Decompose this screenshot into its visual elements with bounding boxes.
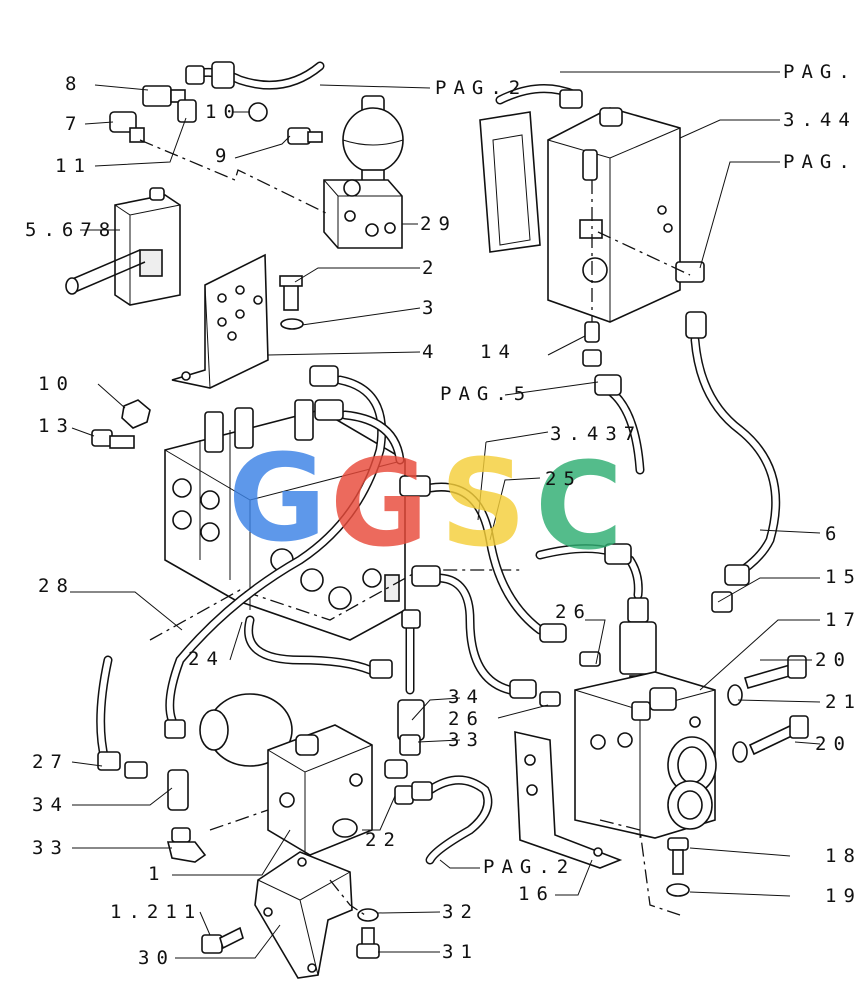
callout-16: 16 [518,883,555,905]
accumulator-valve-group [109,61,404,249]
callout-24: 24 [188,648,225,670]
callout-3437: 3.437 [550,423,642,445]
bracket-30 [254,851,353,979]
callout-pag5: PAG.5 [440,383,532,405]
watermark-letter-4: C [535,438,623,577]
callout-28: 28 [38,575,75,597]
fittings-33-34 [96,655,493,865]
callout-34-right: 34 [448,686,485,708]
motor-valve-1 [199,693,373,856]
callout-21: 21 [825,691,860,713]
callout-30: 30 [138,947,175,969]
callout-22: 22 [365,829,402,851]
callout-labels: 8 7 11 10 9 29 5.678 PAG.2 PAG. 3.44 PAG… [25,61,860,969]
callout-34-left: 34 [32,794,69,816]
callout-344: 3.44 [783,109,857,131]
callout-pag-right: PAG. [783,151,857,173]
callout-6: 6 [825,523,843,545]
tank-344 [479,84,705,330]
callout-27: 27 [32,751,69,773]
bolt-18-washer-19 [599,819,690,916]
callout-33-left: 33 [32,837,69,859]
callout-33-right: 33 [448,729,485,751]
callout-pag-top-right: PAG. [783,61,857,83]
callout-20-top: 20 [815,649,852,671]
callout-pag2-bottom: PAG.2 [483,856,575,878]
callout-10-top: 10 [205,101,242,123]
bracket-4 [171,253,269,389]
hose-6 [685,311,781,613]
callout-1211: 1.211 [110,901,202,923]
callout-15: 15 [825,566,860,588]
callout-17: 17 [825,609,860,631]
callout-3: 3 [422,297,440,319]
callout-2: 2 [422,257,440,279]
callout-8: 8 [65,73,83,95]
fitting-14 [582,321,645,475]
callout-19: 19 [825,885,860,907]
callout-11: 11 [55,155,92,177]
bracket-16 [514,730,623,869]
callout-25: 25 [545,468,582,490]
watermark-letter-3: S [440,435,526,574]
callout-14: 14 [480,341,517,363]
callout-26-top: 26 [555,601,592,623]
callout-31: 31 [442,941,479,963]
callout-18: 18 [825,845,860,867]
callout-20-bottom: 20 [815,733,852,755]
callout-10-left: 10 [38,373,75,395]
hose-bundle [165,365,643,741]
bolt-2-washer-3 [279,275,304,330]
callout-1: 1 [148,863,166,885]
callout-32: 32 [442,901,479,923]
valve-block-17 [574,671,717,839]
callout-26-mid: 26 [448,708,485,730]
callout-29: 29 [420,213,457,235]
callout-5678: 5.678 [25,219,117,241]
bolts-1211-31-washer-32 [201,879,380,959]
watermark-letter-1: G [228,430,327,569]
callout-4: 4 [422,341,440,363]
watermark-letter-2: G [330,435,429,574]
callout-13: 13 [38,415,75,437]
control-valve-5678 [65,187,181,306]
callout-pag2-top: PAG.2 [435,77,527,99]
leader-lines [70,71,821,959]
watermark-gsc: G G S C [228,430,623,577]
fittings-10-13 [91,399,151,449]
callout-7: 7 [65,113,83,135]
callout-9: 9 [215,145,233,167]
main-valve-block [149,399,520,641]
bolts-20-washers-21 [727,655,809,763]
